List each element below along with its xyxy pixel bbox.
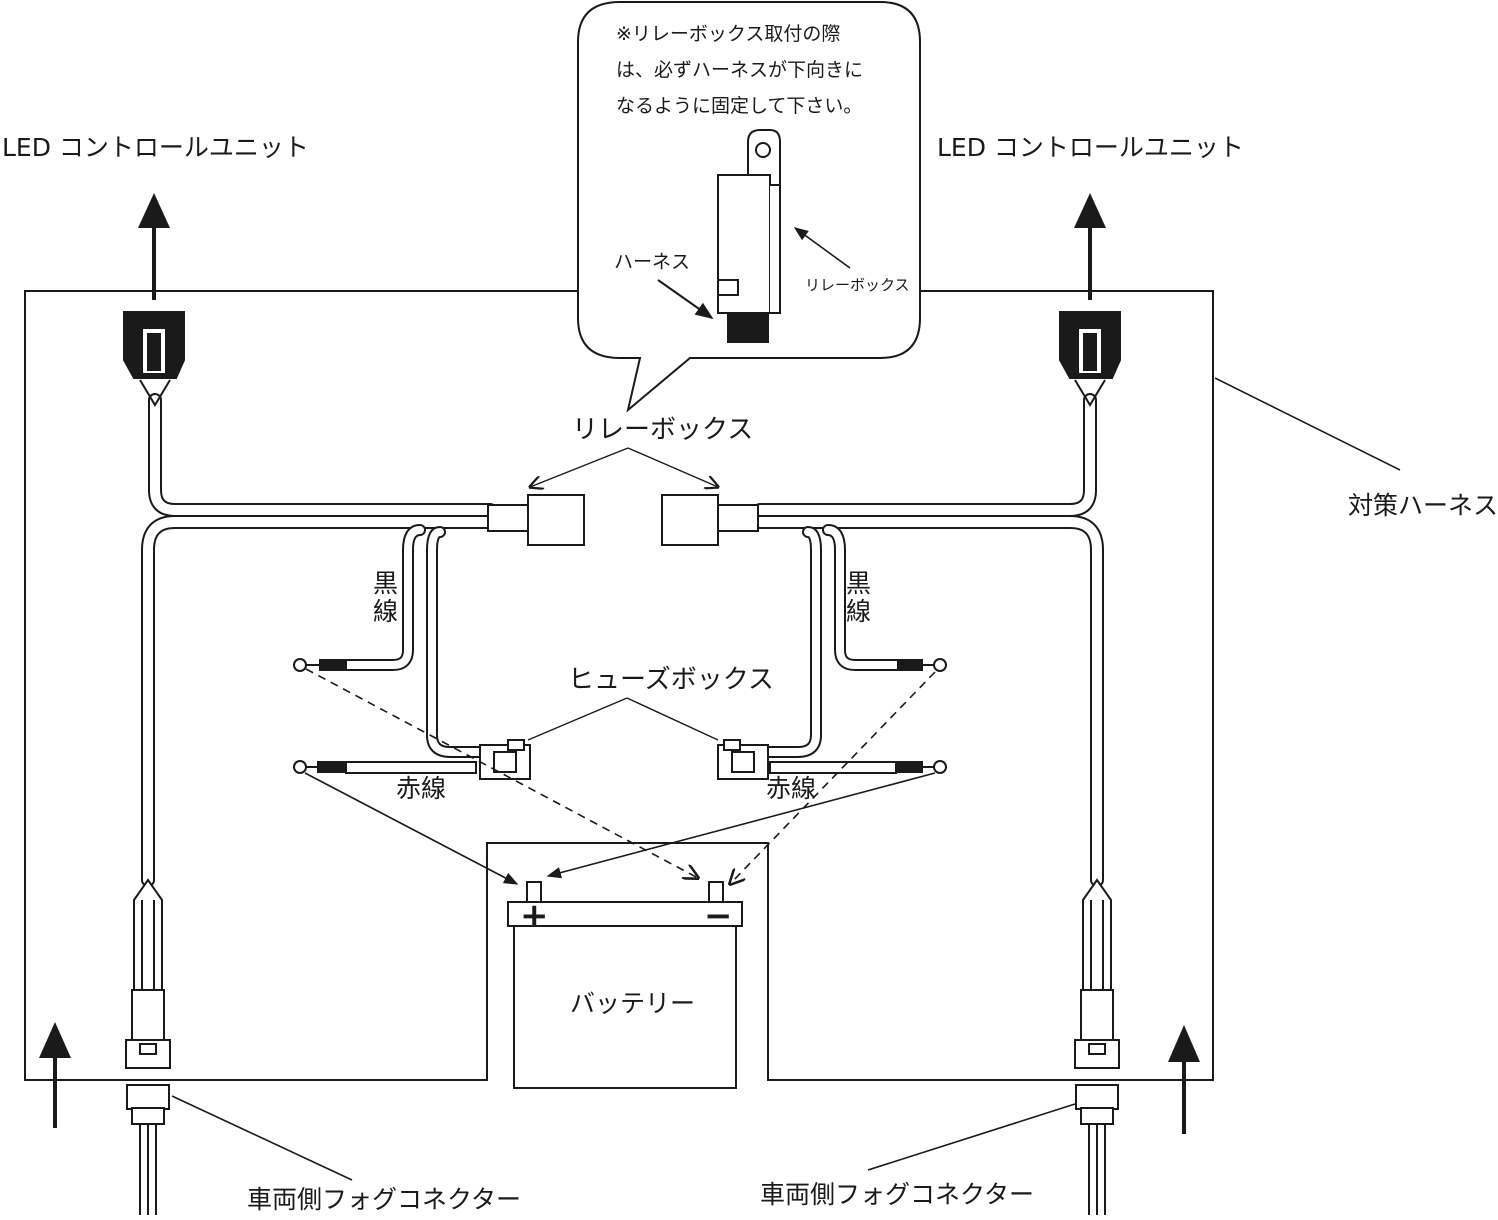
led-connector-left <box>123 311 185 407</box>
black-wire-left-label-2: 線 <box>373 597 398 626</box>
fog-leader-right <box>867 1103 1076 1171</box>
led-arrow-left <box>138 193 170 300</box>
battery-connection-arrows <box>304 668 936 884</box>
black-wire-right-label-2: 線 <box>846 597 871 626</box>
led-control-unit-left-label: LED コントロールユニット <box>2 133 309 162</box>
fog-harness-right <box>1074 878 1120 1215</box>
relay-box-illustration <box>717 129 781 343</box>
battery <box>507 881 743 1089</box>
harness-wires-right <box>753 393 1104 887</box>
callout-line-1: ※リレーボックス取付の際 <box>616 23 840 45</box>
fog-connector-right-label: 車両側フォグコネクター <box>760 1180 1034 1209</box>
red-wire-right-label: 赤線 <box>766 774 816 803</box>
harness-frame <box>24 290 1214 1081</box>
black-wire-left-label-1: 黒 <box>373 569 398 598</box>
relay-box-label: リレーボックス <box>572 415 753 445</box>
relay-box-left <box>487 494 585 546</box>
callout-bubble: ※リレーボックス取付の際 は、必ずハーネスが下向きに なるように固定して下さい。… <box>577 1 921 413</box>
fog-arrow-left <box>39 1022 71 1128</box>
battery-plus-terminal: + <box>520 896 549 936</box>
harness-wires-left <box>141 393 497 887</box>
led-connector-right <box>1059 311 1121 407</box>
red-wire-left <box>293 760 477 774</box>
battery-minus-terminal: − <box>704 896 733 936</box>
countermeasure-harness-label: 対策ハーネス <box>1348 491 1498 520</box>
fuse-box-label: ヒューズボックス <box>568 665 774 695</box>
relay-box-right <box>661 494 759 546</box>
callout-line-2: は、必ずハーネスが下向きに <box>616 59 863 81</box>
fog-harness-left <box>125 878 171 1215</box>
callout-harness-label: ハーネス <box>614 251 690 273</box>
fog-connector-left-label: 車両側フォグコネクター <box>247 1185 521 1214</box>
callout-line-3: なるように固定して下さい。 <box>616 95 862 117</box>
ground-terminal-left <box>293 658 347 672</box>
led-control-unit-right-label: LED コントロールユニット <box>937 133 1244 162</box>
ground-terminal-right <box>897 658 947 672</box>
battery-label: バッテリー <box>570 989 695 1018</box>
led-arrow-right <box>1074 193 1106 300</box>
fog-leader-left <box>171 1095 353 1181</box>
fuse-box-left <box>479 739 531 780</box>
red-wire-right <box>769 760 947 774</box>
fuse-box-right <box>717 739 769 780</box>
harness-leader-line <box>1214 377 1401 471</box>
red-wire-left-label: 赤線 <box>396 774 446 803</box>
black-wire-right-label-1: 黒 <box>846 569 871 598</box>
callout-relay-label: リレーボックス <box>805 276 910 294</box>
fog-arrow-right <box>1168 1025 1200 1134</box>
